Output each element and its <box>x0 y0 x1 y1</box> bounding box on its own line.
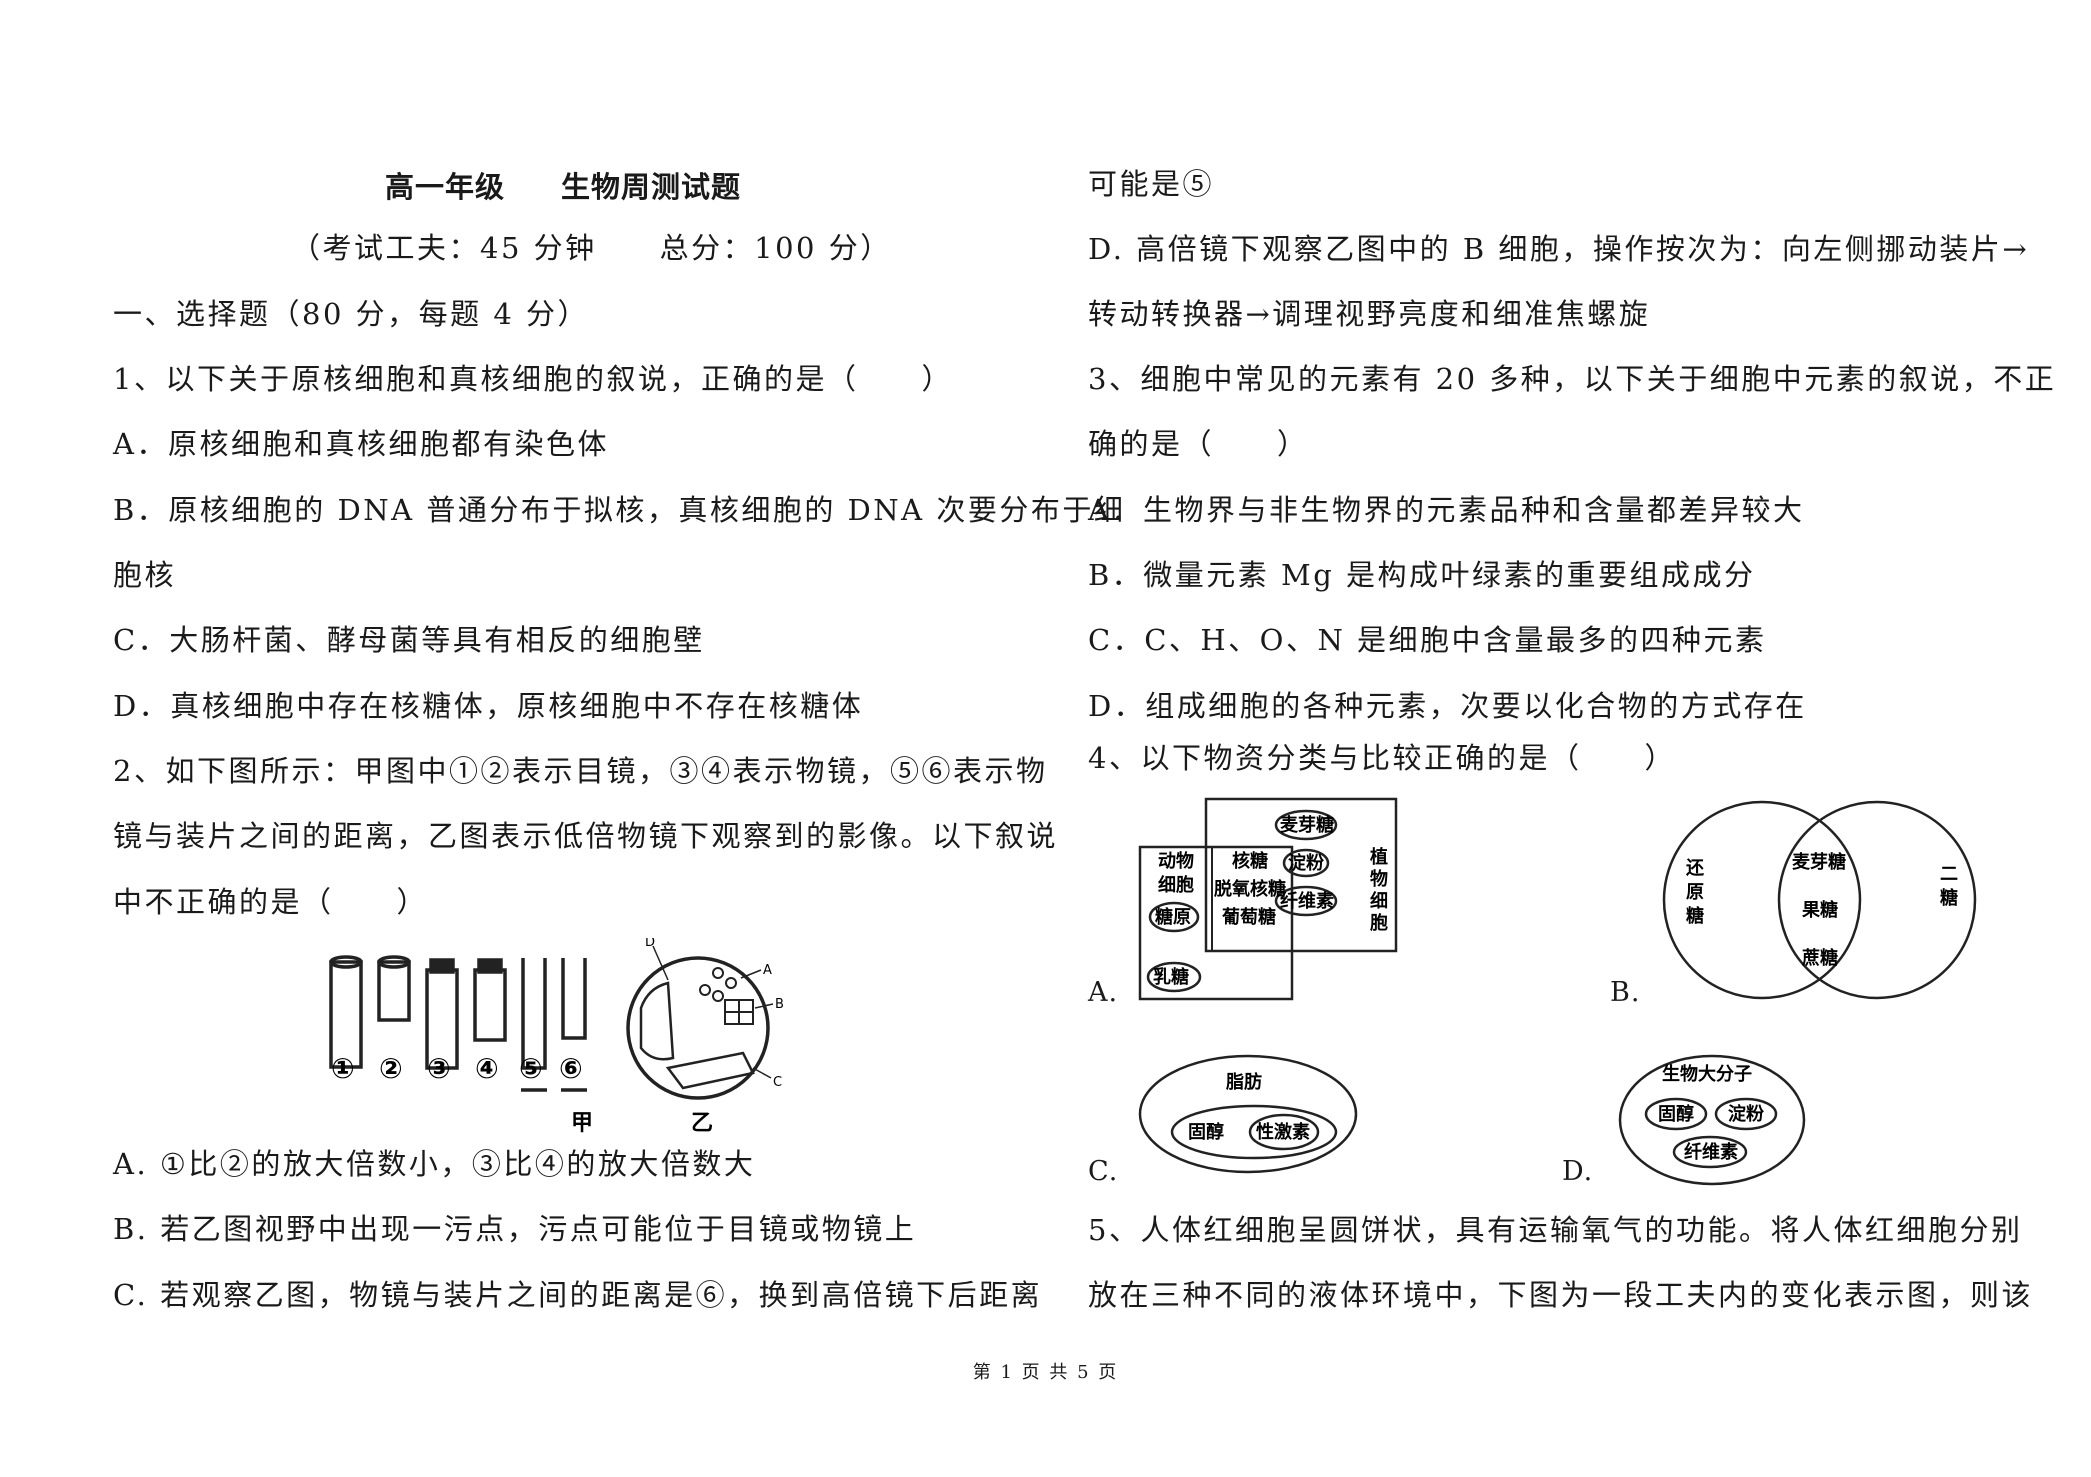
page-footer: 第 1 页 共 5 页 <box>972 1362 1119 1383</box>
exam-subtitle: （考试工夫：45 分钟 总分：100 分） <box>291 231 892 265</box>
macromolecule-ellipse <box>1618 1054 1806 1186</box>
diagram-a-maltose: 麦芽糖 <box>1280 814 1334 836</box>
lens-label-2: ② <box>379 1052 403 1085</box>
question-2-option-a: A. ①比②的放大倍数小，③比④的放大倍数大 <box>113 1147 756 1181</box>
microscope-figure: D A B C ① ② ③ ④ ⑤ ⑥ 甲 乙 <box>329 938 784 1136</box>
question-2-option-d: D. 高倍镜下观察乙图中的 B 细胞，操作按次为：向左侧挪动装片→ <box>1088 232 2030 266</box>
diagram-c-lipid: 脂肪 <box>1226 1071 1262 1093</box>
eyepiece-1-shape <box>329 960 363 1069</box>
diagram-b-left-label-3: 糖 <box>1686 905 1704 927</box>
lens-label-1: ① <box>331 1052 355 1085</box>
diagram-c-sterol: 固醇 <box>1188 1121 1224 1143</box>
diagram-a-sugars-venn-boxes: 动物 细胞 糖原 乳糖 核糖 脱氧核糖 葡萄糖 麦芽糖 淀粉 纤维素 植 物 细… <box>1138 797 1398 1001</box>
question-2-option-b: B. 若乙图视野中出现一污点，污点可能位于目镜或物镜上 <box>113 1212 917 1246</box>
question-4-stem: 4、以下物资分类与比较正确的是（ ） <box>1088 741 1676 775</box>
field-of-view-shape <box>626 956 770 1100</box>
diagram-a-deoxyribose: 脱氧核糖 <box>1214 878 1286 900</box>
figure-caption-jia: 甲 <box>571 1111 593 1136</box>
reducing-sugar-circle <box>1662 800 1862 1000</box>
diagram-a-glycogen: 糖原 <box>1155 906 1191 928</box>
diagram-b-maltose: 麦芽糖 <box>1792 851 1846 873</box>
sterol-ellipse <box>1170 1104 1338 1160</box>
diagram-b-right-label-2: 糖 <box>1940 887 1958 909</box>
question-2-stem: 2、如下图所示：甲图中①②表示目镜，③④表示物镜，⑤⑥表示物 <box>113 754 1048 788</box>
question-3-stem-cont: 确的是（ ） <box>1088 427 1309 461</box>
question-5-stem-cont: 放在三种不同的液体环境中，下图为一段工夫内的变化表示图，则该 <box>1088 1278 2034 1312</box>
diagram-d-starch: 淀粉 <box>1728 1103 1764 1125</box>
diagram-d-macromolecules: 生物大分子 固醇 淀粉 纤维素 <box>1618 1054 1806 1186</box>
question-2-option-c-cont: 可能是⑤ <box>1088 167 1215 201</box>
question-3-option-a: A．生物界与非生物界的元素品种和含量都差异较大 <box>1088 493 1805 527</box>
diagram-a-plant-label-4: 胞 <box>1370 912 1388 934</box>
lens-label-5: ⑤ <box>519 1052 543 1085</box>
diagram-a-plant-label-2: 物 <box>1370 868 1388 890</box>
plant-cell-box <box>1204 797 1398 953</box>
diagram-a-plant-label-3: 细 <box>1370 890 1388 912</box>
eyepiece-2-shape <box>377 960 411 1022</box>
diagram-d-macromolecule: 生物大分子 <box>1662 1063 1752 1085</box>
figure-caption-yi: 乙 <box>691 1111 713 1136</box>
cell-label-d: D <box>645 938 655 950</box>
lens-label-3: ③ <box>427 1052 451 1085</box>
section-heading: 一、选择题（80 分，每题 4 分） <box>113 297 590 331</box>
cell-label-a: A <box>763 963 772 978</box>
diagram-a-ribose: 核糖 <box>1232 850 1268 872</box>
question-4-option-b-letter: B. <box>1610 977 1641 1008</box>
question-1-option-a: A．原核细胞和真核细胞都有染色体 <box>113 427 609 461</box>
objective-4-shape <box>473 968 507 1042</box>
diagram-a-lactose: 乳糖 <box>1153 966 1189 988</box>
diagram-b-right-label-1: 二 <box>1940 864 1958 885</box>
diagram-a-glucose: 葡萄糖 <box>1221 906 1276 928</box>
diagram-a-starch: 淀粉 <box>1288 852 1324 874</box>
diagram-d-sterol: 固醇 <box>1658 1103 1694 1125</box>
lens-label-6: ⑥ <box>559 1052 583 1085</box>
diagram-b-left-label-1: 还 <box>1685 858 1705 879</box>
diagram-c-sex-hormone: 性激素 <box>1256 1121 1310 1143</box>
diagram-b-sugars-venn-circles: 还 原 糖 二 糖 麦芽糖 果糖 蔗糖 <box>1662 800 1977 1000</box>
question-1-option-d: D．真核细胞中存在核糖体，原核细胞中不存在核糖体 <box>113 689 864 723</box>
question-4-option-a-letter: A. <box>1088 977 1119 1008</box>
question-2-stem-end: 中不正确的是（ ） <box>113 885 429 919</box>
diagram-a-cellulose: 纤维素 <box>1280 890 1334 912</box>
question-3-stem: 3、细胞中常见的元素有 20 多种，以下关于细胞中元素的叙说，不正 <box>1088 362 2057 396</box>
cell-label-b: B <box>775 997 784 1012</box>
question-2-option-c: C. 若观察乙图，物镜与装片之间的距离是⑥，换到高倍镜下后距离 <box>113 1278 1043 1312</box>
question-5-stem: 5、人体红细胞呈圆饼状，具有运输氧气的功能。将人体红细胞分别 <box>1088 1213 2023 1247</box>
diagram-b-sucrose: 蔗糖 <box>1801 947 1838 969</box>
question-1-option-c: C．大肠杆菌、酵母菌等具有相反的细胞壁 <box>113 623 705 657</box>
diagram-a-animal-label-1: 动物 <box>1158 850 1194 872</box>
diagram-b-left-label-2: 原 <box>1686 882 1704 903</box>
question-3-option-d: D．组成细胞的各种元素，次要以化合物的方式存在 <box>1088 689 1807 723</box>
question-4-option-d-letter: D. <box>1562 1156 1594 1187</box>
diagram-a-animal-label-2: 细胞 <box>1158 874 1194 896</box>
lens-label-4: ④ <box>475 1052 499 1085</box>
sex-hormone-ellipse <box>1248 1113 1320 1151</box>
disaccharide-circle <box>1777 800 1977 1000</box>
question-4-option-c-letter: C. <box>1088 1156 1119 1187</box>
diagram-b-fructose: 果糖 <box>1801 899 1838 921</box>
title-grade: 高一年级 <box>385 170 506 204</box>
distance-5-shape <box>521 958 547 1070</box>
diagram-c-lipids: 脂肪 固醇 性激素 <box>1138 1054 1358 1174</box>
diagram-a-plant-label-1: 植 <box>1370 846 1388 868</box>
distance-6-shape <box>561 958 587 1040</box>
question-1-stem: 1、以下关于原核细胞和真核细胞的叙说，正确的是（ ） <box>113 362 953 396</box>
lipid-ellipse <box>1138 1054 1358 1174</box>
question-2-stem-cont: 镜与装片之间的距离，乙图表示低倍物镜下观察到的影像。以下叙说 <box>113 819 1059 853</box>
question-2-option-d-cont: 转动转换器→调理视野亮度和细准焦螺旋 <box>1088 297 1651 331</box>
cell-label-c: C <box>773 1075 782 1090</box>
question-3-option-b: B．微量元素 Mg 是构成叶绿素的重要组成成分 <box>1088 558 1756 592</box>
question-1-option-b-cont: 胞核 <box>113 558 177 592</box>
title-subject: 生物周测试题 <box>561 170 742 204</box>
diagram-d-cellulose: 纤维素 <box>1684 1141 1738 1163</box>
question-3-option-c: C．C、H、O、N 是细胞中含量最多的四种元素 <box>1088 623 1767 657</box>
question-1-option-b: B．原核细胞的 DNA 普通分布于拟核，真核细胞的 DNA 次要分布于细 <box>113 493 1126 527</box>
